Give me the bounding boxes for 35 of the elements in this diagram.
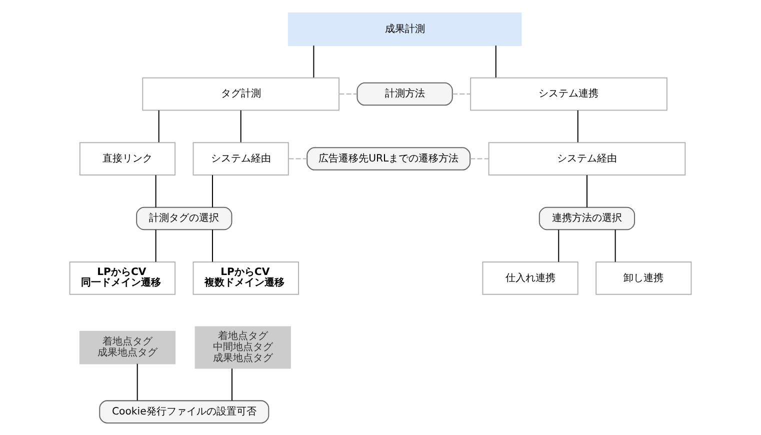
connector bbox=[558, 229, 560, 262]
node-box: 計測方法 bbox=[356, 82, 453, 106]
connector bbox=[339, 93, 357, 94]
connector bbox=[288, 158, 308, 159]
node-box: 着地点タグ 成果地点タグ bbox=[79, 330, 176, 364]
connector bbox=[577, 110, 578, 142]
node-box: 広告遷移先URLまでの遷移方法 bbox=[306, 146, 471, 170]
connector bbox=[614, 229, 616, 262]
connector bbox=[313, 45, 314, 77]
node-box: 着地点タグ 中間地点タグ 成果地点タグ bbox=[194, 326, 291, 368]
connector bbox=[452, 93, 470, 94]
node-box: 卸し連携 bbox=[596, 261, 692, 294]
node-box: 計測タグの選択 bbox=[136, 206, 232, 230]
node-box: システム連携 bbox=[470, 76, 668, 110]
node-box: LPからCV 複数ドメイン遷移 bbox=[192, 261, 300, 294]
connector bbox=[155, 174, 156, 207]
connector bbox=[470, 158, 489, 159]
node-box: システム経由 bbox=[192, 142, 289, 175]
connector bbox=[231, 368, 232, 400]
node-box: 連携方法の選択 bbox=[538, 206, 636, 230]
connector bbox=[158, 110, 160, 142]
node-box: LPからCV 同一ドメイン遷移 bbox=[69, 261, 176, 294]
node-box: タグ計測 bbox=[142, 76, 340, 110]
connector bbox=[240, 110, 242, 142]
node-box: 直接リンク bbox=[79, 142, 176, 175]
node-box: 成果計測 bbox=[288, 12, 522, 46]
node-box: 仕入れ連携 bbox=[482, 261, 578, 294]
connector bbox=[136, 363, 138, 400]
connector bbox=[155, 229, 156, 262]
connector bbox=[212, 229, 213, 262]
connector bbox=[495, 45, 496, 77]
node-box: Cookie発行ファイルの設置可否 bbox=[99, 400, 270, 423]
connector bbox=[212, 174, 213, 207]
node-box: システム経由 bbox=[488, 142, 686, 175]
connector bbox=[586, 174, 588, 207]
